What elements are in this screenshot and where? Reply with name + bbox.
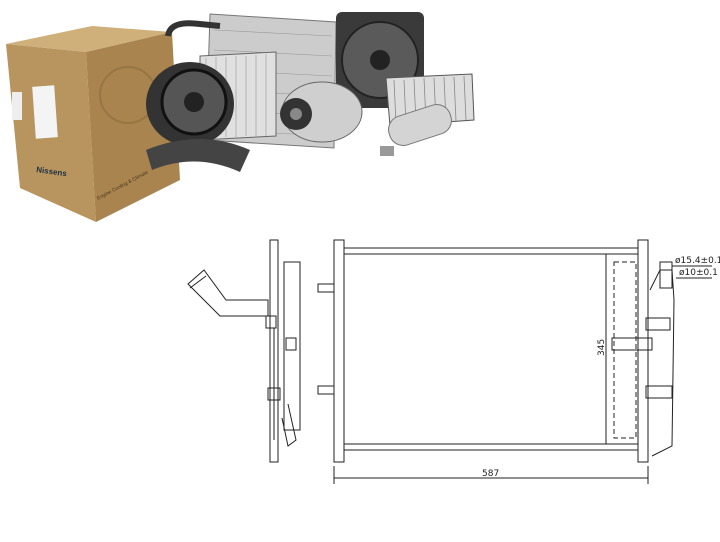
width-dimension: 587 [482, 469, 499, 479]
ac-compressor-icon [280, 81, 363, 143]
height-dimension: 345 [597, 339, 607, 356]
box-icon: Nissens Engine Cooling & Climate [6, 26, 180, 222]
front-view [317, 239, 712, 484]
box-brand: Nissens [36, 165, 68, 178]
side-view [187, 239, 301, 463]
product-photo: Nissens Engine Cooling & Climate [6, 12, 475, 222]
blower-motor-icon [146, 20, 250, 172]
pipe-diameter-2: ø10±0.1 [679, 268, 718, 278]
receiver-drier-icon [380, 103, 452, 156]
technical-drawing [187, 239, 712, 484]
pipe-diameter-1: ø15.4±0.1 [675, 256, 720, 266]
